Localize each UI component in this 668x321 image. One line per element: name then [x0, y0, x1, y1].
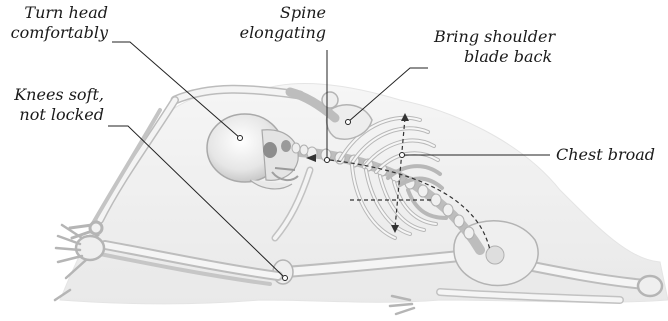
label-turn-head: Turn head comfortably — [0, 3, 108, 43]
label-spine-line2: elongating — [218, 23, 326, 43]
label-shoulder-line2: blade back — [434, 47, 594, 67]
label-turn-head-line2: comfortably — [0, 23, 108, 43]
label-spine: Spine elongating — [218, 3, 326, 43]
label-chest: Chest broad — [556, 145, 664, 165]
label-knees-line2: not locked — [0, 105, 104, 125]
label-shoulder: Bring shoulder blade back — [434, 27, 594, 67]
label-shoulder-line1: Bring shoulder — [434, 27, 594, 47]
label-chest-line1: Chest broad — [556, 145, 664, 165]
label-turn-head-line1: Turn head — [0, 3, 108, 23]
label-knees: Knees soft, not locked — [0, 85, 104, 125]
label-spine-line1: Spine — [218, 3, 326, 23]
label-knees-line1: Knees soft, — [0, 85, 104, 105]
